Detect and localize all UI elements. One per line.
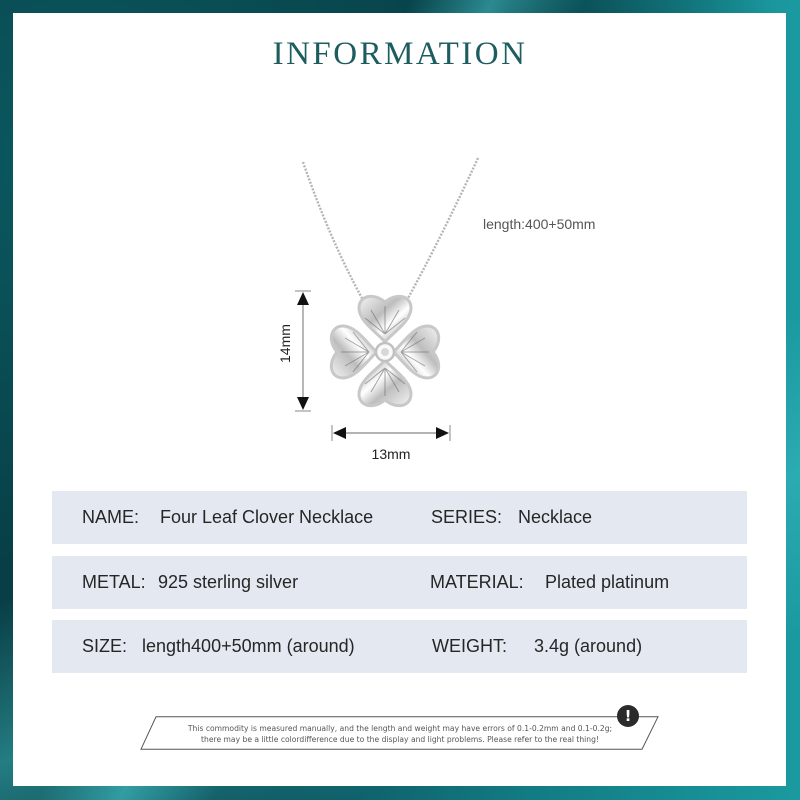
spec-row-name-series: NAME: Four Leaf Clover Necklace SERIES: … [52,491,747,544]
disclaimer-box: This commodity is measured manually, and… [140,716,660,750]
spec-value-name: Four Leaf Clover Necklace [160,507,374,527]
spec-value-weight: 3.4g (around) [534,636,643,656]
dimension-arrow-vertical-icon [295,290,311,412]
spec-value-metal: 925 sterling silver [158,572,299,592]
spec-label-size: SIZE: [82,636,128,656]
disclaimer-text: This commodity is measured manually, and… [140,723,660,745]
spec-label-material: MATERIAL: [430,572,524,592]
spec-value-series: Necklace [518,507,593,527]
page-title: INFORMATION [272,36,528,72]
width-dimension-label: 13mm [371,446,411,462]
disclaimer-line-2: there may be a little colordifference du… [201,735,599,744]
exclamation-icon: ! [617,705,639,727]
height-dimension-label: 14mm [277,324,293,363]
product-image: length:400+50mm 14mm 13mm [277,157,596,462]
dimension-arrow-horizontal-icon [331,425,451,441]
spec-value-material: Plated platinum [545,572,670,592]
disclaimer-line-1: This commodity is measured manually, and… [187,724,613,733]
spec-label-weight: WEIGHT: [432,636,507,656]
spec-label-metal: METAL: [82,572,146,592]
parallelogram-border [140,716,659,750]
clover-pendant-icon [329,294,441,408]
spec-value-size: length400+50mm (around) [142,636,355,656]
spec-row-metal-material: METAL: 925 sterling silver MATERIAL: Pla… [52,556,747,609]
spec-label-name: NAME: [82,507,140,527]
necklace-illustration [295,157,480,441]
necklace-chain-icon [301,157,480,301]
spec-label-series: SERIES: [431,507,503,527]
spec-row-size-weight: SIZE: length400+50mm (around) WEIGHT: 3.… [52,620,747,673]
chain-length-label: length:400+50mm [483,216,596,232]
